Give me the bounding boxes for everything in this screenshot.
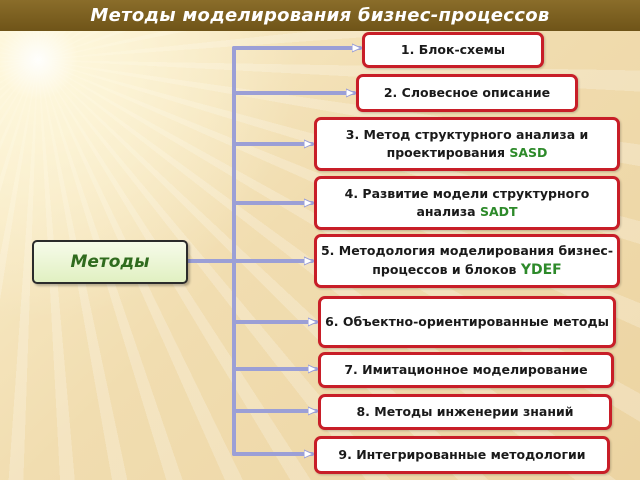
root-node-methods: Методы [32, 240, 188, 284]
method-box-1: 1. Блок-схемы [362, 32, 544, 68]
method-box-6: 6. Объектно-ориентированные методы [318, 296, 616, 348]
page-title: Методы моделирования бизнес-процессов [0, 0, 640, 31]
root-node-label: Методы [70, 252, 150, 272]
method-box-9: 9. Интегрированные методологии [314, 436, 610, 474]
method-label-1: 1. Блок-схемы [400, 41, 506, 57]
method-acronym-5: YDEF [520, 261, 562, 278]
method-box-4: 4. Развитие модели структурного анализа … [314, 176, 620, 230]
method-box-8: 8. Методы инженерии знаний [318, 394, 612, 430]
method-label-8: 8. Методы инженерии знаний [356, 403, 574, 419]
method-label-4: 4. Развитие модели структурного анализа [344, 185, 590, 219]
method-box-5: 5. Методология моделирования бизнес-проц… [314, 234, 620, 288]
method-label-2: 2. Словесное описание [383, 84, 551, 100]
method-label-6: 6. Объектно-ориентированные методы [325, 313, 609, 329]
method-box-2: 2. Словесное описание [356, 74, 578, 112]
method-acronym-3: SASD [509, 145, 548, 160]
method-box-7: 7. Имитационное моделирование [318, 352, 614, 388]
method-label-9: 9. Интегрированные методологии [338, 446, 586, 462]
method-label-5: 5. Методология моделирования бизнес-проц… [320, 242, 614, 277]
method-acronym-4: SADT [479, 204, 518, 219]
method-label-3: 3. Метод структурного анализа и проектир… [345, 126, 589, 160]
method-box-3: 3. Метод структурного анализа и проектир… [314, 117, 620, 171]
method-label-7: 7. Имитационное моделирование [344, 361, 588, 377]
